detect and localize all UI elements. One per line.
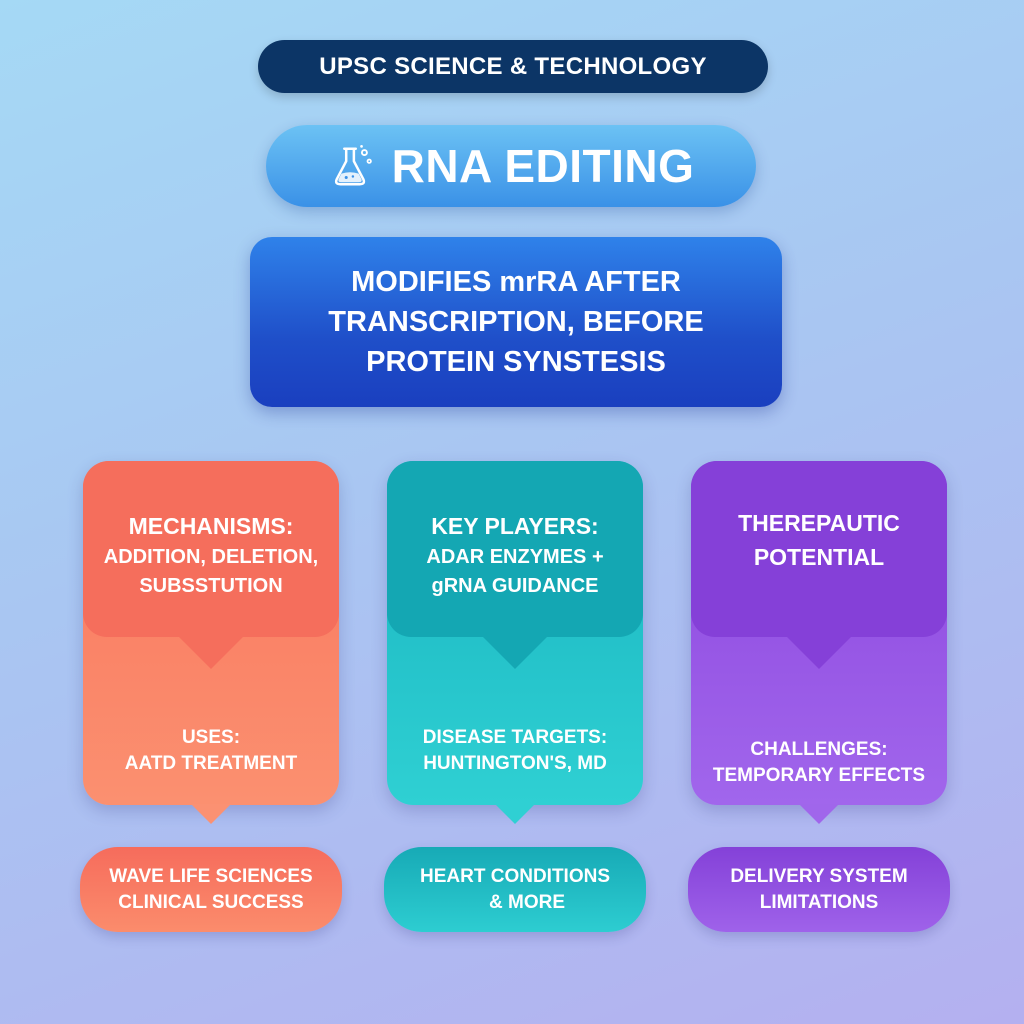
speech-notch <box>481 635 549 669</box>
card-top <box>83 461 339 637</box>
speech-notch <box>177 635 245 669</box>
pill-line: LIMITATIONS <box>759 891 879 913</box>
card-subtext: gRNA GUIDANCE <box>431 575 599 597</box>
card-heading-block: MECHANISMS: ADDITION, DELETION, SUBSSTUT… <box>83 461 339 637</box>
header-pill: UPSC SCIENCE & TECHNOLOGY <box>258 40 768 93</box>
card-top <box>691 461 947 637</box>
pill-line: CLINICAL SUCCESS <box>118 891 304 913</box>
definition-line: TRANSCRIPTION, BEFORE <box>328 306 704 338</box>
definition-line: MODIFIES mrRA AFTER <box>351 266 681 298</box>
card-therapeutic-potential: THEREPAUTIC POTENTIAL CHALLENGES: TEMPOR… <box>691 461 947 824</box>
pill-line: WAVE LIFE SCIENCES <box>109 865 313 887</box>
speech-notch <box>799 804 839 824</box>
speech-notch <box>785 635 853 669</box>
card-bottom-line: HUNTINGTON'S, MD <box>423 753 607 774</box>
card-key-players: KEY PLAYERS: ADAR ENZYMES + gRNA GUIDANC… <box>387 461 643 824</box>
speech-notch <box>191 804 231 824</box>
title-pill: RNA EDITING <box>266 125 756 207</box>
card-bottom-block: USES: AATD TREATMENT <box>83 717 339 785</box>
flask-icon <box>328 143 374 189</box>
card-bottom-line: TEMPORARY EFFECTS <box>712 765 926 786</box>
definition-box: MODIFIES mrRA AFTER TRANSCRIPTION, BEFOR… <box>250 237 782 407</box>
card-mechanisms: MECHANISMS: ADDITION, DELETION, SUBSSTUT… <box>83 461 339 824</box>
pill-line: DELIVERY SYSTEM <box>730 865 908 887</box>
card-bottom-line: AATD TREATMENT <box>124 753 298 774</box>
card-subtext: SUBSSTUTION <box>139 575 283 597</box>
pill-wave-life-sciences: WAVE LIFE SCIENCES CLINICAL SUCCESS <box>80 847 342 932</box>
card-heading-block: THEREPAUTIC POTENTIAL <box>691 461 947 637</box>
card-bottom-block: CHALLENGES: TEMPORARY EFFECTS <box>691 729 947 797</box>
card-bottom-block: DISEASE TARGETS: HUNTINGTON'S, MD <box>387 717 643 785</box>
header-label: UPSC SCIENCE & TECHNOLOGY <box>319 52 707 80</box>
card-heading: KEY PLAYERS: <box>431 513 599 539</box>
pill-heart-conditions: HEART CONDITIONS & MORE <box>384 847 646 932</box>
card-heading: POTENTIAL <box>753 544 885 570</box>
page-title: RNA EDITING <box>391 140 695 192</box>
card-bottom-line: DISEASE TARGETS: <box>422 727 608 748</box>
card-heading: MECHANISMS: <box>128 513 294 539</box>
card-bottom-line: USES: <box>181 727 241 748</box>
card-heading: THEREPAUTIC <box>738 510 900 536</box>
definition-line: PROTEIN SYNSTESIS <box>366 346 666 378</box>
card-subtext: ADDITION, DELETION, <box>103 546 319 568</box>
card-bottom-line: CHALLENGES: <box>750 739 888 760</box>
pill-line: HEART CONDITIONS <box>420 865 610 887</box>
card-top <box>387 461 643 637</box>
card-subtext: ADAR ENZYMES + <box>426 546 604 568</box>
speech-notch <box>495 804 535 824</box>
pill-delivery-system: DELIVERY SYSTEM LIMITATIONS <box>688 847 950 932</box>
card-heading-block: KEY PLAYERS: ADAR ENZYMES + gRNA GUIDANC… <box>387 461 643 637</box>
pill-line: & MORE <box>489 891 565 913</box>
